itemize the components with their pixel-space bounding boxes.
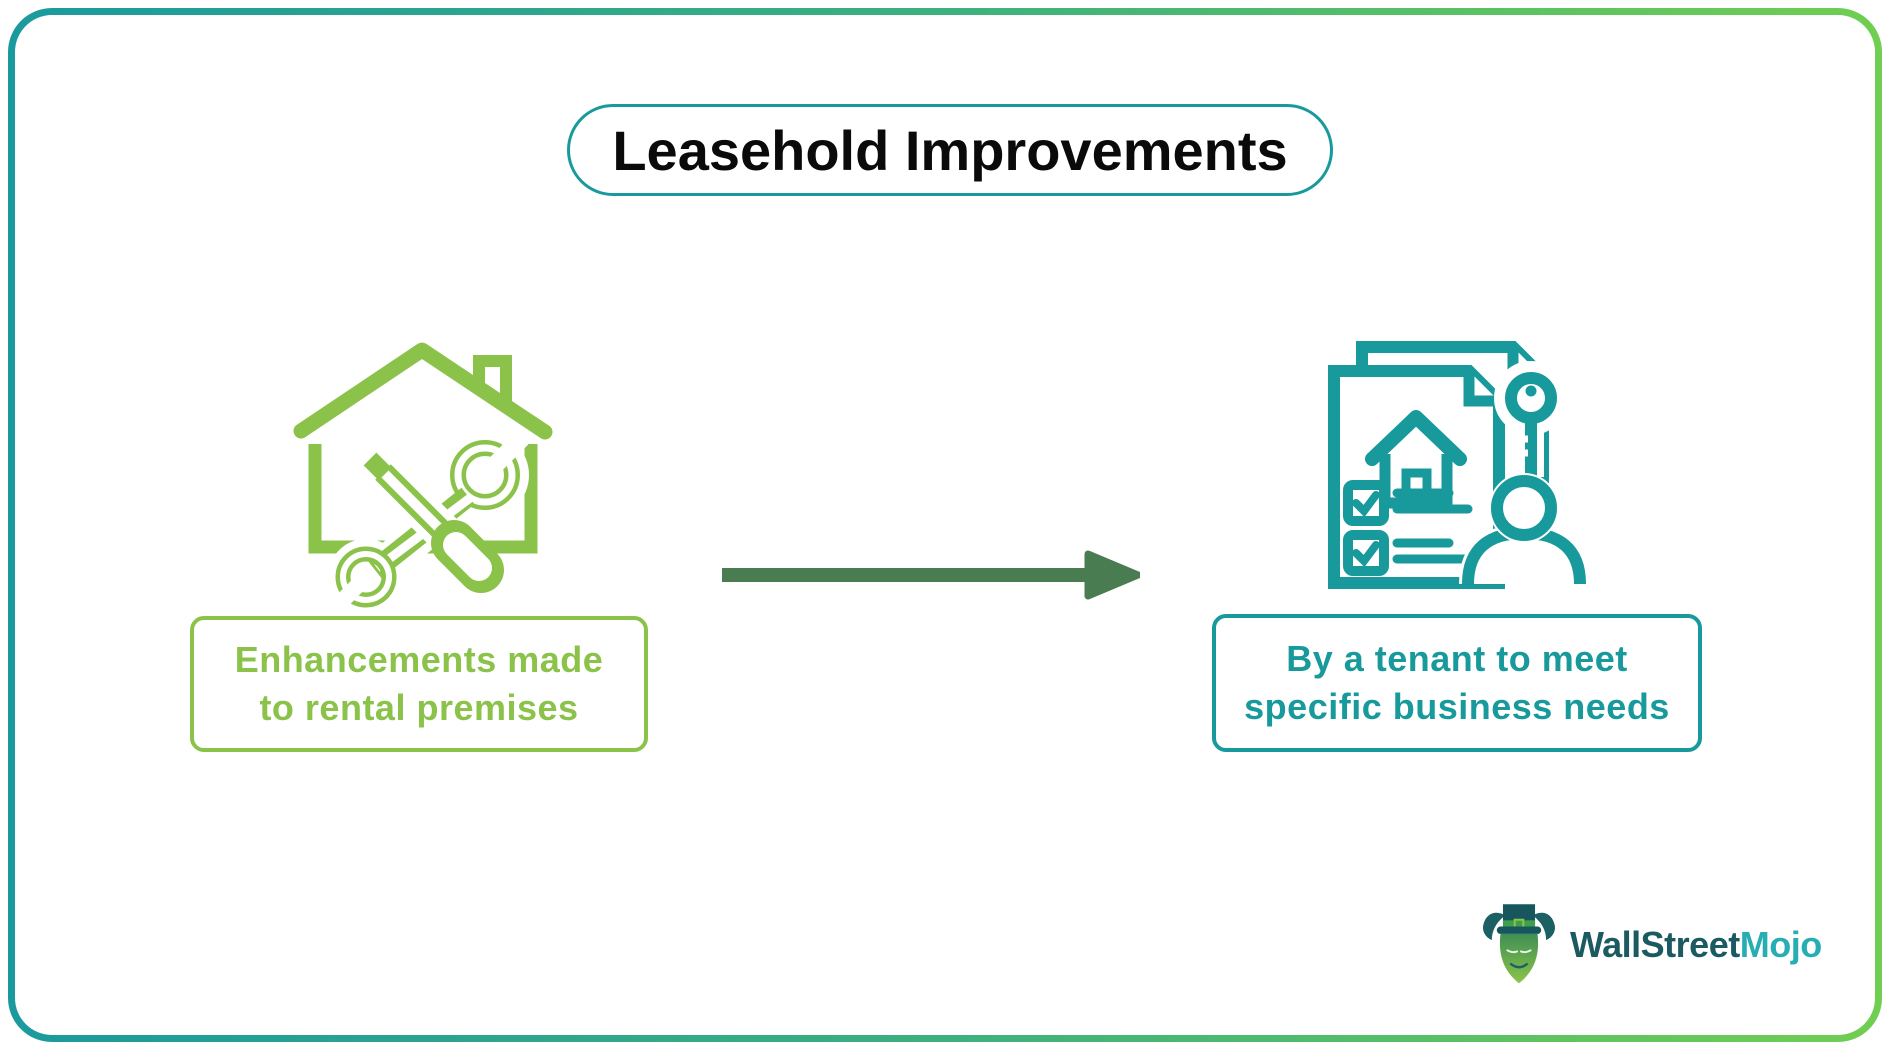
right-label-line1: By a tenant to meet <box>1286 638 1628 680</box>
right-label-line2: specific business needs <box>1244 686 1670 727</box>
wallstreetmojo-logo: WallStreetMojo <box>1482 903 1822 987</box>
house-repair-tools-svg <box>293 342 553 615</box>
left-label-line1: Enhancements made <box>234 639 604 681</box>
title-pill: Leasehold Improvements <box>567 104 1333 196</box>
left-label-line2: to rental premises <box>259 687 579 728</box>
brand-name: WallStreetMojo <box>1570 924 1822 966</box>
flow-arrow <box>720 550 1142 600</box>
right-arrow-icon <box>722 550 1142 600</box>
tenant-document-svg <box>1328 341 1589 589</box>
bull-with-top-hat-icon <box>1482 904 1556 984</box>
tenant-document-key-person-icon <box>1318 332 1608 612</box>
left-label-box: Enhancements made to rental premises <box>190 616 648 752</box>
gradient-border-frame <box>8 8 1882 1042</box>
house-repair-tools-icon <box>282 328 562 615</box>
brand-name-secondary: Mojo <box>1739 924 1822 965</box>
brand-name-primary: WallStreet <box>1570 924 1740 965</box>
right-label-box: By a tenant to meet specific business ne… <box>1212 614 1702 752</box>
frame-inner <box>15 15 1875 1035</box>
page-title: Leasehold Improvements <box>612 118 1288 182</box>
